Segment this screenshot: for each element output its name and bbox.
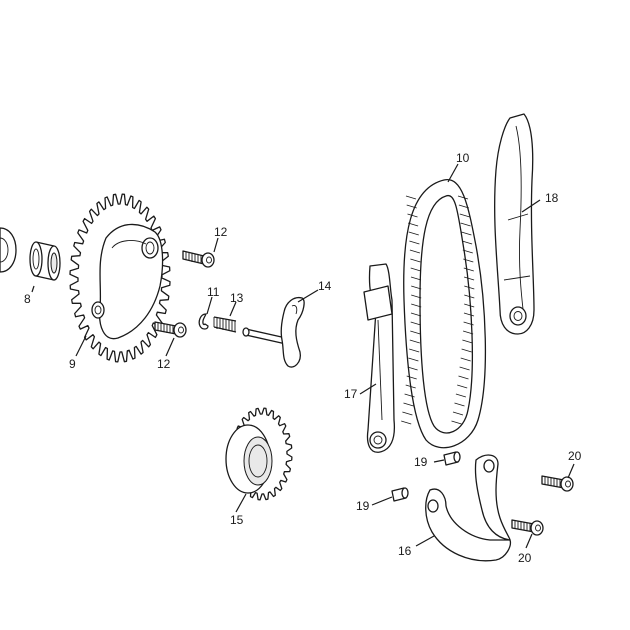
- needle-bearing-8: [29, 241, 61, 281]
- callout-13: 13: [230, 291, 244, 305]
- callout-8: 8: [24, 292, 31, 306]
- callout-19-upper: 19: [414, 455, 428, 469]
- callout-19-lower: 19: [356, 499, 370, 513]
- callout-20-lower: 20: [518, 551, 532, 565]
- callout-labels: 8 9 10 11 12 12 13 14 15 16 17 18 19 19 …: [24, 151, 582, 565]
- circlip-11: [198, 313, 209, 330]
- callout-16: 16: [398, 544, 412, 558]
- bolt-20-lower: [511, 519, 544, 536]
- dowel-pin-19-lower: [391, 487, 409, 502]
- callout-11: 11: [207, 285, 220, 299]
- leader-lines: [31, 163, 575, 549]
- crank-sprocket-15: [225, 407, 293, 501]
- callout-14: 14: [318, 279, 332, 293]
- tensioner-slipper-18: [494, 113, 535, 335]
- washer-partial: [0, 227, 17, 273]
- callout-9: 9: [69, 357, 76, 371]
- dowel-pin-19-upper: [443, 451, 461, 466]
- chain-guide-17: [363, 263, 396, 453]
- chain-guide-16: [425, 454, 512, 562]
- callout-10: 10: [456, 151, 470, 165]
- callout-17: 17: [344, 387, 358, 401]
- callout-15: 15: [230, 513, 244, 527]
- bolt-20-upper: [541, 475, 574, 492]
- bolt-12-lower: [154, 321, 187, 338]
- spring-13: [213, 316, 237, 333]
- callout-12-upper: 12: [214, 225, 228, 239]
- bolt-12-upper: [182, 250, 215, 268]
- tensioner-plunger-14: [242, 296, 305, 368]
- callout-18: 18: [545, 191, 559, 205]
- cam-sprocket-9: [69, 193, 171, 363]
- callout-12-lower: 12: [157, 357, 171, 371]
- timing-chain-10: [401, 179, 487, 449]
- callout-20-upper: 20: [568, 449, 582, 463]
